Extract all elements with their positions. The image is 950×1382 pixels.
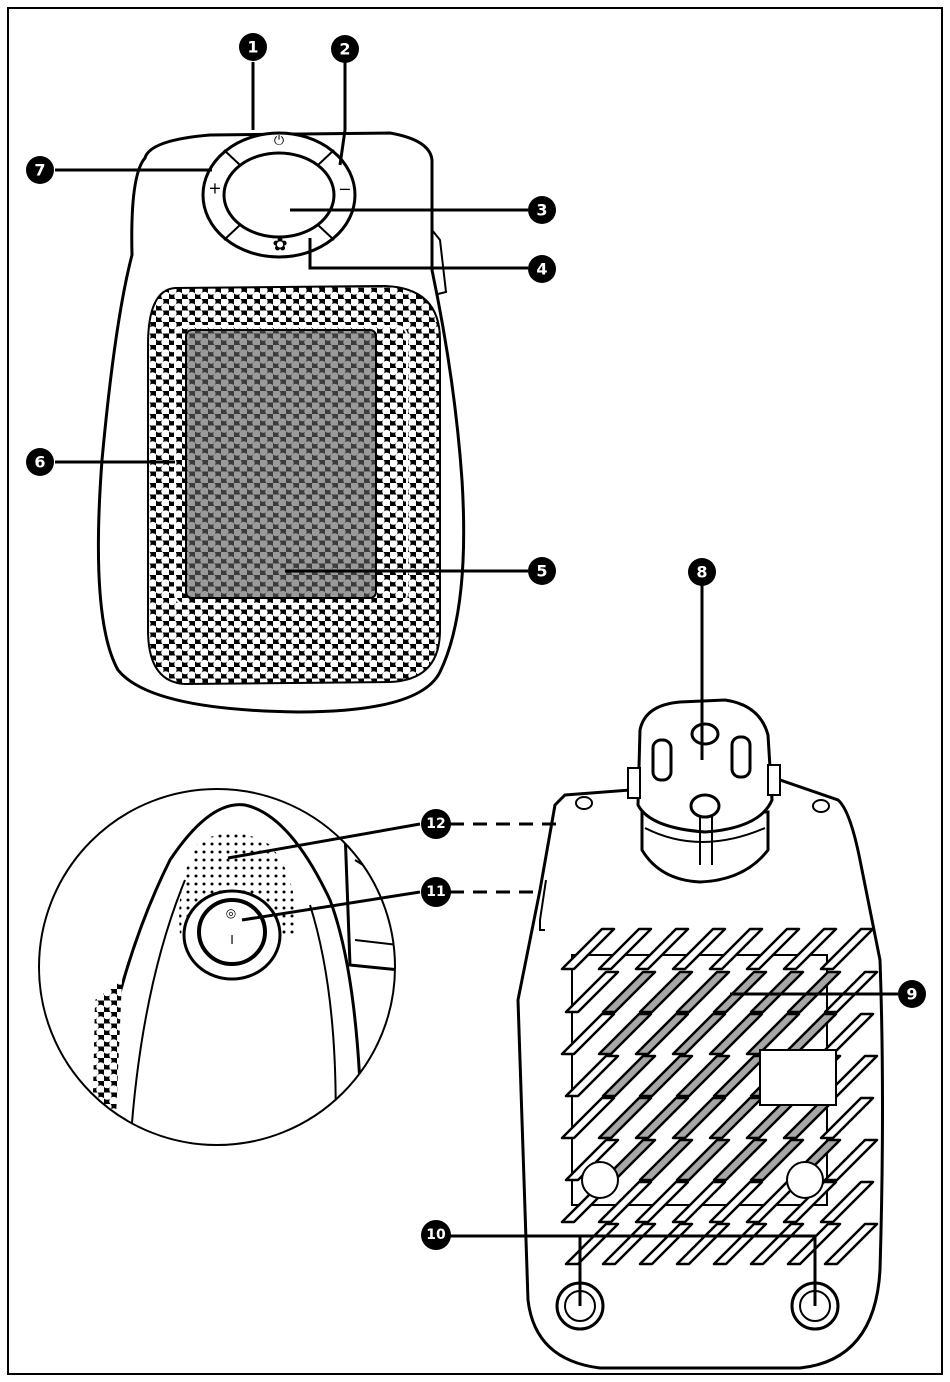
callout-10: 10	[421, 1220, 451, 1250]
rear-vents	[562, 929, 877, 1264]
callout-1: 1	[239, 33, 267, 61]
svg-text:7: 7	[34, 161, 45, 180]
svg-text:1: 1	[247, 38, 258, 57]
plug-pin-left	[653, 740, 671, 780]
svg-text:8: 8	[696, 563, 707, 582]
plug-earth-hole	[692, 724, 718, 744]
svg-text:6: 6	[34, 453, 45, 472]
svg-text:2: 2	[339, 40, 350, 59]
switch-on-symbol: I	[230, 933, 234, 947]
callout-3: 3	[528, 196, 556, 224]
plug-pin-right	[732, 737, 750, 777]
power-icon[interactable]: ⏻	[274, 134, 284, 149]
plug-bottom-hole	[691, 795, 719, 817]
callout-9: 9	[898, 980, 926, 1008]
callout-2: 2	[331, 35, 359, 63]
callout-11: 11	[421, 877, 451, 907]
heater-front-view: ⏻ + − ✿	[98, 133, 463, 712]
plus-icon[interactable]: +	[208, 179, 221, 198]
detail-grille-edge	[92, 980, 122, 1140]
foot-pad-upper-right	[787, 1162, 823, 1198]
callout-7: 7	[26, 156, 54, 184]
svg-text:10: 10	[426, 1227, 446, 1243]
svg-text:9: 9	[906, 985, 917, 1004]
switch-off-symbol: ◎	[226, 906, 236, 920]
settings-icon[interactable]: ✿	[272, 235, 287, 256]
display-window	[224, 153, 334, 237]
mains-plug	[628, 700, 780, 882]
foot-pad-upper-left	[582, 1162, 618, 1198]
svg-text:4: 4	[536, 260, 547, 279]
heater-back-view	[518, 700, 883, 1368]
svg-text:5: 5	[536, 562, 547, 581]
svg-text:11: 11	[426, 884, 445, 900]
callout-12: 12	[421, 809, 451, 839]
heating-element	[186, 330, 376, 598]
callout-6: 6	[26, 448, 54, 476]
callout-5: 5	[528, 557, 556, 585]
control-panel: ⏻ + − ✿	[203, 133, 355, 257]
vent-label-plate	[760, 1050, 836, 1105]
svg-text:3: 3	[536, 201, 547, 220]
callout-4: 4	[528, 255, 556, 283]
switch-detail-view: ◎ I	[39, 789, 400, 1150]
svg-text:12: 12	[426, 816, 445, 832]
callout-8: 8	[688, 558, 716, 586]
minus-icon[interactable]: −	[338, 180, 351, 199]
